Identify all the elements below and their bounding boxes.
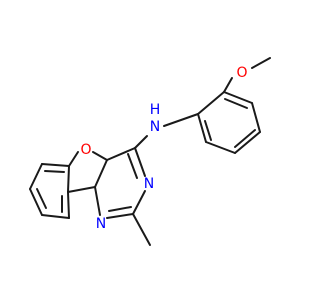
bond-ring-a-2-inner bbox=[204, 120, 212, 141]
bond-ring-a-3 bbox=[205, 141, 236, 154]
molecule-diagram: O O N H N N bbox=[29, 57, 271, 246]
bond-nh-c4 bbox=[134, 135, 148, 149]
bond-aryl-nh bbox=[163, 113, 199, 127]
bond-benz-3-inner bbox=[36, 188, 47, 209]
atom-n-amine: N bbox=[150, 119, 160, 135]
bond-pyr-3 bbox=[106, 213, 134, 219]
bond-ring-a-6-inner bbox=[224, 98, 248, 109]
bond-methyl-c2 bbox=[132, 213, 151, 246]
bond-benz-1-inner bbox=[44, 170, 65, 173]
bond-ring-a-1 bbox=[197, 91, 225, 115]
bonds bbox=[29, 57, 271, 246]
bond-pyr-2 bbox=[132, 190, 146, 215]
bond-pyr-4 bbox=[94, 186, 101, 216]
bond-methyl-o bbox=[251, 57, 271, 69]
bond-pyr-1 bbox=[134, 147, 146, 177]
atom-h-amine: H bbox=[150, 102, 161, 118]
bond-ring-a-2 bbox=[197, 113, 207, 143]
bond-benz-3 bbox=[29, 188, 43, 216]
bond-pyr-5 bbox=[94, 159, 108, 188]
bond-ring-a-6 bbox=[223, 91, 253, 104]
bond-pyr-3-inner bbox=[108, 206, 132, 212]
bond-furan-4 bbox=[67, 186, 96, 193]
bond-pyr-1-inner bbox=[127, 153, 138, 179]
bond-ring-a-4 bbox=[234, 131, 261, 154]
atom-n-bottom: N bbox=[96, 216, 106, 232]
structure-svg: O O N H N N bbox=[29, 57, 271, 246]
bond-ring-a-5 bbox=[251, 102, 261, 133]
atom-labels: O O N H N N bbox=[80, 65, 247, 232]
bond-benz-5 bbox=[67, 191, 70, 219]
bond-furan-2 bbox=[68, 151, 79, 167]
atom-o-methoxy: O bbox=[236, 65, 247, 81]
bond-benz-1 bbox=[41, 163, 70, 167]
bond-furan-1 bbox=[92, 151, 108, 161]
atom-n-top: N bbox=[144, 176, 154, 192]
bond-ring-a-4-inner bbox=[234, 129, 256, 148]
atom-o-furan: O bbox=[80, 142, 91, 158]
bond-pyr-6 bbox=[106, 147, 136, 161]
bond-benz-2 bbox=[29, 163, 43, 190]
bond-benz-4 bbox=[41, 214, 70, 219]
bond-furan-3 bbox=[67, 165, 70, 193]
bond-o-ring bbox=[223, 77, 233, 93]
